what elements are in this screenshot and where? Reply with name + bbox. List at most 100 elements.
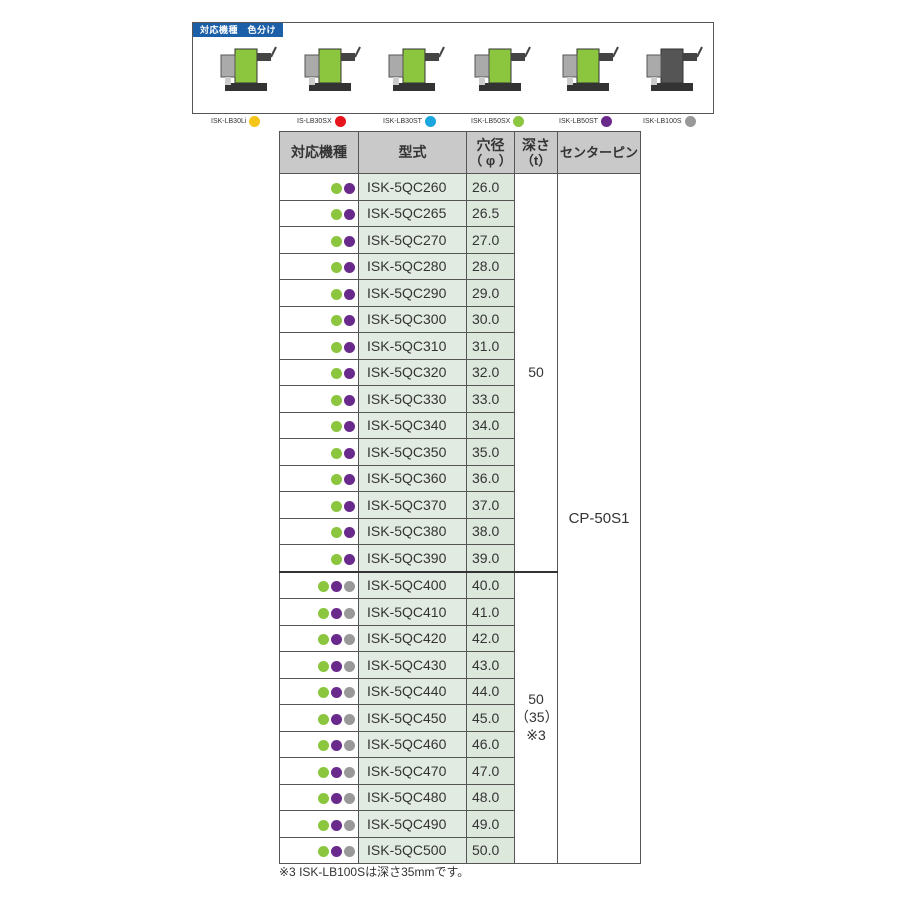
machine-image-isk-lb100s	[629, 39, 715, 113]
compat-dot-icon	[344, 740, 355, 752]
compat-cell	[279, 332, 359, 360]
compat-dot-icon	[331, 368, 342, 380]
machine-image-isk-lb30st	[371, 39, 457, 113]
compat-dot-icon	[344, 288, 355, 300]
compat-dot-icon	[344, 235, 355, 247]
compat-dot-icon	[331, 607, 342, 619]
compat-dot-icon	[318, 660, 329, 672]
diameter-cell: 43.0	[466, 651, 515, 679]
compat-dot-icon	[344, 766, 355, 778]
model-cell: ISK-5QC260	[358, 173, 467, 201]
model-cell: ISK-5QC280	[358, 252, 467, 280]
model-cell: ISK-5QC380	[358, 517, 467, 545]
model-cell: ISK-5QC500	[358, 836, 467, 864]
compat-dot-icon	[331, 447, 342, 459]
machine-image-is-lb30sx	[287, 39, 373, 113]
compat-dot-icon	[331, 713, 342, 725]
color-dot-icon	[600, 116, 612, 127]
machine-name: ISK-LB50SX	[471, 118, 511, 125]
model-cell: ISK-5QC370	[358, 491, 467, 519]
compat-dot-icon	[331, 315, 342, 327]
compat-dot-icon	[318, 713, 329, 725]
drill-press-icon	[562, 46, 619, 91]
model-cell: ISK-5QC490	[358, 810, 467, 838]
compat-cell	[279, 730, 359, 758]
machine-caption: ISK-LB50ST	[559, 116, 612, 127]
model-cell: ISK-5QC265	[358, 199, 467, 227]
compat-dot-icon	[331, 421, 342, 433]
drill-press-icon	[474, 46, 531, 91]
header-depth-line2: （t）	[520, 152, 552, 168]
compat-cell	[279, 252, 359, 280]
header-depth: 深さ （t）	[514, 131, 558, 174]
compat-dot-icon	[331, 581, 342, 593]
machine-caption: ISK-LB50SX	[471, 116, 525, 127]
diameter-cell: 48.0	[466, 783, 515, 811]
compat-dot-icon	[344, 819, 355, 831]
compat-cell	[279, 464, 359, 492]
machine-name: ISK-LB30ST	[383, 118, 422, 125]
compat-dot-icon	[318, 819, 329, 831]
compat-dot-icon	[344, 634, 355, 646]
diameter-cell: 31.0	[466, 332, 515, 360]
compat-dot-icon	[344, 368, 355, 380]
machine-name: ISK-LB30Li	[211, 118, 247, 125]
model-cell: ISK-5QC460	[358, 730, 467, 758]
diameter-cell: 36.0	[466, 464, 515, 492]
model-cell: ISK-5QC430	[358, 651, 467, 679]
diameter-cell: 47.0	[466, 757, 515, 785]
model-cell: ISK-5QC290	[358, 279, 467, 307]
compat-cell	[279, 305, 359, 333]
compat-dot-icon	[331, 474, 342, 486]
compat-dot-icon	[344, 394, 355, 406]
diameter-cell: 34.0	[466, 411, 515, 439]
compat-cell	[279, 226, 359, 254]
color-dot-icon	[249, 116, 261, 127]
compat-cell	[279, 836, 359, 864]
compat-dot-icon	[331, 766, 342, 778]
compat-dot-icon	[318, 740, 329, 752]
compat-dot-icon	[344, 660, 355, 672]
compat-cell	[279, 544, 359, 572]
compat-cell	[279, 199, 359, 227]
compat-cell	[279, 491, 359, 519]
header-depth-line1: 深さ	[522, 136, 550, 153]
model-cell: ISK-5QC440	[358, 677, 467, 705]
diameter-cell: 26.5	[466, 199, 515, 227]
diameter-cell: 28.0	[466, 252, 515, 280]
drill-press-icon	[220, 46, 277, 91]
compat-dot-icon	[331, 687, 342, 699]
diameter-cell: 41.0	[466, 598, 515, 626]
header-model: 型式	[358, 131, 467, 174]
diameter-cell: 46.0	[466, 730, 515, 758]
compat-cell	[279, 173, 359, 201]
diameter-cell: 37.0	[466, 491, 515, 519]
model-cell: ISK-5QC340	[358, 411, 467, 439]
compat-dot-icon	[331, 500, 342, 512]
diameter-cell: 26.0	[466, 173, 515, 201]
compat-cell	[279, 517, 359, 545]
compat-dot-icon	[318, 634, 329, 646]
depth-cell: 50（35）※3	[514, 570, 559, 864]
compat-dot-icon	[344, 500, 355, 512]
compat-cell	[279, 570, 359, 599]
color-dot-icon	[684, 116, 696, 127]
compat-dot-icon	[344, 447, 355, 459]
compat-dot-icon	[344, 182, 355, 194]
compat-cell	[279, 704, 359, 732]
machine-caption: ISK-LB30ST	[383, 116, 436, 127]
legend-title: 対応機種 色分け	[193, 23, 284, 37]
compat-dot-icon	[331, 262, 342, 274]
machine-caption: IS-LB30SX	[297, 116, 346, 127]
model-cell: ISK-5QC310	[358, 332, 467, 360]
model-cell: ISK-5QC300	[358, 305, 467, 333]
compat-dot-icon	[331, 793, 342, 805]
model-cell: ISK-5QC410	[358, 598, 467, 626]
compat-dot-icon	[344, 315, 355, 327]
